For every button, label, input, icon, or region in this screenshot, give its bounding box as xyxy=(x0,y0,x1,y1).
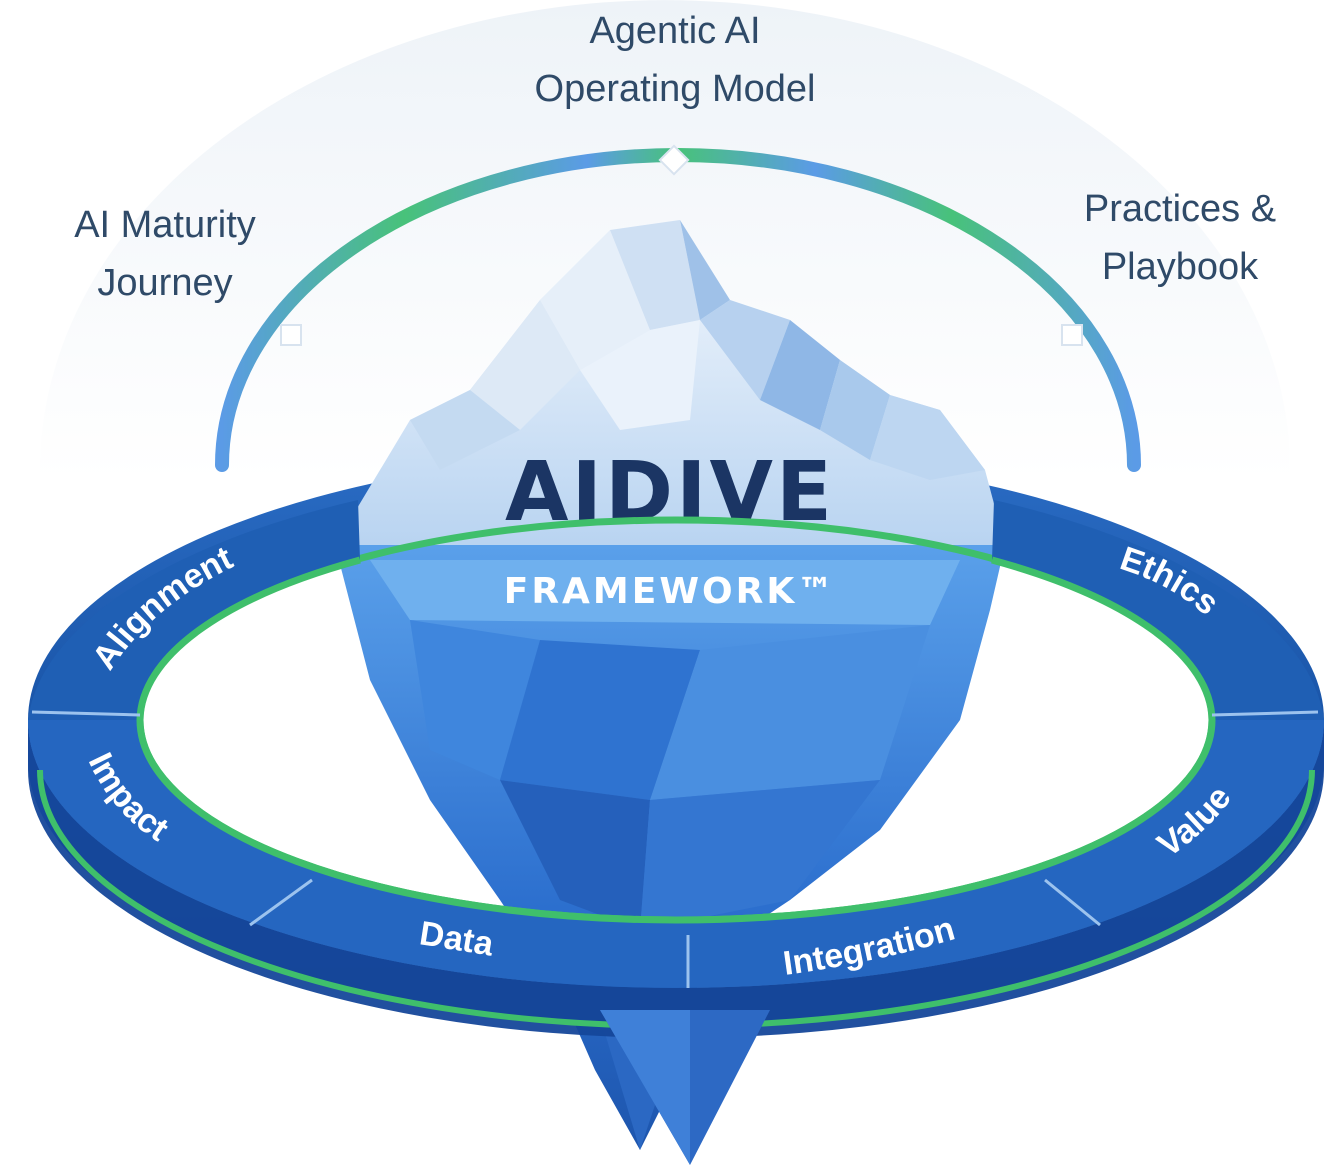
label-practices-playbook: Practices & Playbook xyxy=(1040,180,1320,296)
label-agentic-line1: Agentic AI xyxy=(589,10,761,52)
ring-top-face xyxy=(28,720,1324,988)
label-practices-line2: Playbook xyxy=(1101,246,1259,288)
label-agentic-line2: Operating Model xyxy=(534,68,816,110)
label-maturity-line2: Journey xyxy=(97,262,233,304)
label-ai-maturity-journey: AI Maturity Journey xyxy=(30,196,300,312)
arc-marker-left xyxy=(280,324,302,346)
ring-side-wall xyxy=(28,720,1324,1038)
ring-top-band-left xyxy=(28,500,360,720)
arc-marker-center xyxy=(658,144,690,176)
iceberg-subtitle: FRAMEWORK™ xyxy=(504,571,837,612)
ring-dividers xyxy=(31,710,1319,988)
iceberg-underwater xyxy=(335,545,1005,1150)
ring-inner-trim-back-right xyxy=(991,556,1216,721)
arc-marker-right xyxy=(1061,324,1083,346)
label-agentic-operating-model: Agentic AI Operating Model xyxy=(470,2,880,118)
label-practices-line1: Practices & xyxy=(1083,188,1277,230)
label-maturity-line1: AI Maturity xyxy=(74,204,256,246)
iceberg-tip-facet xyxy=(600,1010,690,1165)
ring-inner-trim xyxy=(136,719,1216,924)
ring-inner-trim-back-left xyxy=(136,556,361,721)
iceberg-peak xyxy=(335,220,1005,545)
ring-top-band-right xyxy=(992,500,1324,720)
